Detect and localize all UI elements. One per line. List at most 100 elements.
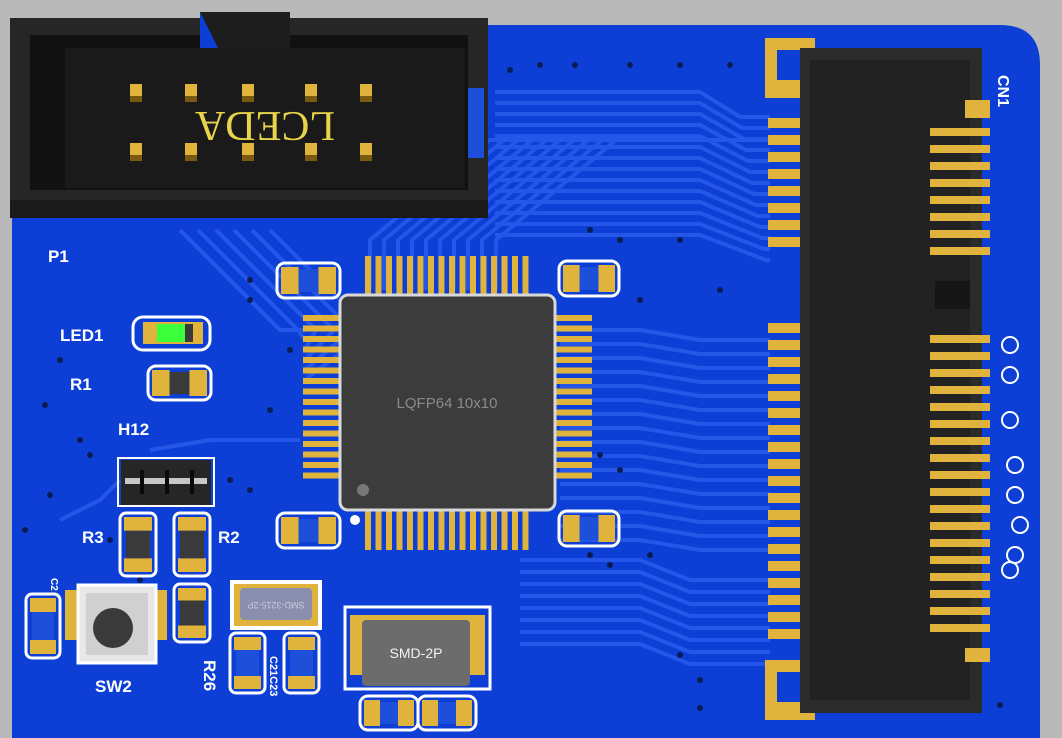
- via: [137, 577, 143, 583]
- trace: [196, 228, 307, 342]
- header-pin-shadow: [360, 96, 372, 102]
- trace: [560, 440, 770, 454]
- smd-pad: [563, 515, 580, 542]
- smd-parts: [24, 259, 621, 732]
- cn1-pin: [768, 612, 800, 622]
- chip-pin: [552, 451, 592, 458]
- via: [587, 552, 593, 558]
- cn1-pin: [768, 442, 800, 452]
- via: [47, 492, 53, 498]
- via: [77, 437, 83, 443]
- cn1-pin: [768, 425, 800, 435]
- cn1-pin: [930, 573, 990, 581]
- smd-pad: [178, 588, 206, 601]
- chip-pin: [459, 256, 466, 296]
- cn1-pin: [930, 352, 990, 360]
- via: [697, 705, 703, 711]
- trace: [495, 145, 770, 174]
- crystal-label: SMD-3215-2P: [247, 600, 304, 610]
- smd-outline: [557, 509, 621, 548]
- chip-pin: [438, 256, 445, 296]
- via: [617, 467, 623, 473]
- chip-pin: [491, 510, 497, 550]
- via: [107, 537, 113, 543]
- cn1-pin: [768, 152, 800, 162]
- chip-pin: [522, 510, 529, 550]
- led1-component: [131, 315, 212, 352]
- cn1-pin: [768, 578, 800, 588]
- cn1-pin: [768, 220, 800, 230]
- cn1-pin: [768, 135, 800, 145]
- smd-pad: [178, 517, 206, 531]
- header-pin-shadow: [130, 155, 142, 161]
- cn1-pin: [930, 624, 990, 632]
- smd-body: [180, 530, 204, 559]
- cn1-pin: [930, 556, 990, 564]
- chip-pin: [417, 256, 424, 296]
- cn1-pin: [930, 128, 990, 136]
- chip-pin: [552, 315, 592, 321]
- cn1-pin: [768, 527, 800, 537]
- smd-pad: [364, 700, 380, 726]
- chip-pin: [552, 325, 592, 332]
- led1-label: LED1: [60, 326, 103, 345]
- chip-pin: [491, 256, 497, 296]
- cn1-pin: [930, 335, 990, 343]
- chip-pin: [428, 256, 434, 296]
- chip-pin: [552, 472, 592, 479]
- trace: [520, 642, 770, 666]
- via: [677, 62, 683, 68]
- cn1-pins-right: [930, 100, 990, 662]
- via: [87, 452, 93, 458]
- cn1-pin: [768, 391, 800, 401]
- chip-pin: [407, 510, 413, 550]
- trace: [495, 211, 770, 240]
- cn1-pin: [930, 162, 990, 170]
- smd-pad: [234, 637, 261, 650]
- smd-pad: [178, 558, 206, 572]
- chip-pin: [470, 510, 476, 550]
- smd-pad: [234, 676, 261, 689]
- smd-pad: [124, 558, 152, 572]
- cn1-pin: [930, 454, 990, 462]
- trace: [495, 123, 770, 152]
- chip-pin: [470, 256, 476, 296]
- chip-pin: [396, 510, 403, 550]
- header-pin: [242, 143, 254, 155]
- via: [247, 277, 253, 283]
- chip-pin: [407, 256, 413, 296]
- smd-outline: [172, 511, 212, 578]
- cn1-pin: [930, 247, 990, 255]
- chip-pin: [552, 420, 592, 426]
- trace: [560, 468, 770, 482]
- cn1-pin: [930, 607, 990, 615]
- chip-pin: [449, 510, 455, 550]
- trace: [495, 222, 770, 251]
- chip-pin: [438, 510, 445, 550]
- chip-pin: [449, 256, 455, 296]
- chip-pin: [365, 510, 371, 550]
- r2-label: R2: [218, 528, 240, 547]
- crystal-component: [230, 580, 322, 630]
- header-pin-shadow: [242, 155, 254, 161]
- cn1-pin: [930, 369, 990, 377]
- header-pin: [360, 84, 372, 96]
- r3-label: R3: [82, 528, 104, 547]
- trace: [520, 606, 770, 630]
- chip-pin: [303, 430, 343, 437]
- trace: [520, 558, 770, 582]
- cn1-pin: [930, 590, 990, 598]
- trace: [520, 594, 770, 618]
- via: [997, 702, 1003, 708]
- smd-pad: [318, 517, 336, 544]
- header-pin-shadow: [305, 96, 317, 102]
- chip-pin: [396, 256, 403, 296]
- chip-pin: [552, 462, 592, 468]
- smd-body: [579, 517, 599, 540]
- vias: [22, 62, 1029, 711]
- sw2-label: SW2: [95, 677, 132, 696]
- smd-body: [180, 600, 204, 626]
- trace: [495, 178, 770, 207]
- chip-pin: [552, 430, 592, 437]
